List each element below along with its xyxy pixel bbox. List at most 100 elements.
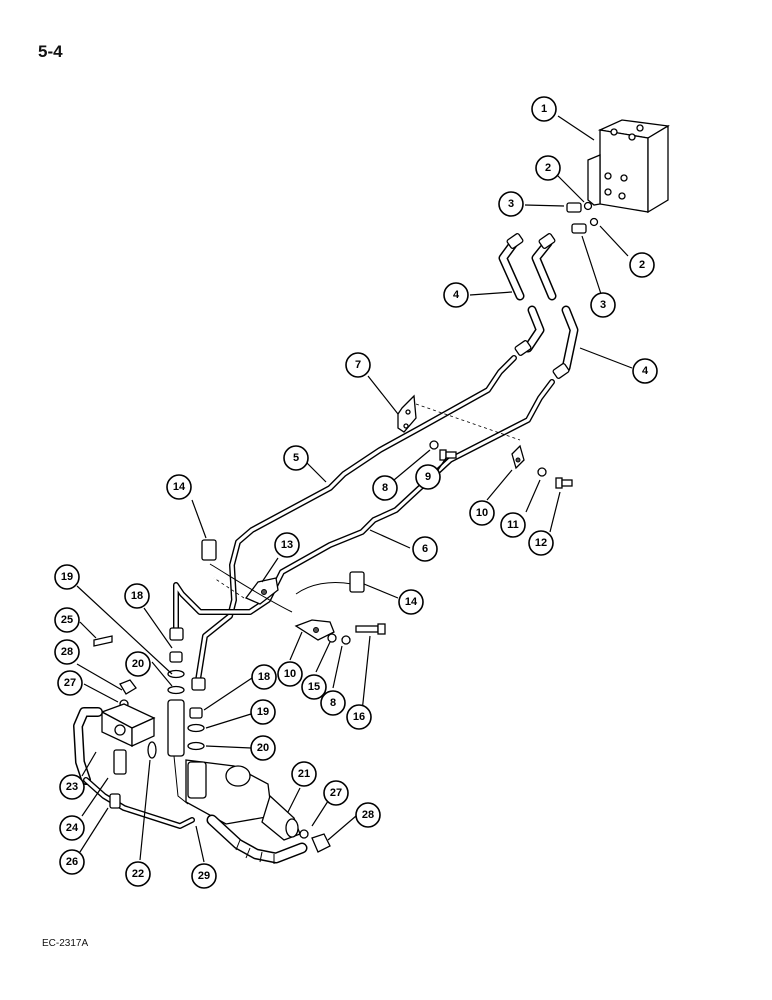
callout-bubble: 29 [191, 863, 217, 889]
bracket-7 [397, 394, 417, 433]
callout-bubble: 3 [590, 292, 616, 318]
svg-text:14: 14 [173, 481, 186, 493]
tube-5 [191, 355, 517, 691]
nut-8 [341, 635, 351, 645]
svg-text:28: 28 [362, 809, 374, 821]
callout-bubble: 19 [250, 699, 276, 725]
callout-bubble: 8 [372, 475, 398, 501]
callout-bubble: 14 [398, 589, 424, 615]
o-ring-27 [299, 829, 309, 839]
spacer-14 [201, 539, 217, 561]
connector-body [167, 699, 185, 757]
tube-6 [169, 379, 555, 641]
svg-text:3: 3 [508, 198, 514, 210]
callout-bubble: 5 [283, 445, 309, 471]
svg-text:26: 26 [66, 856, 78, 868]
callout-bubble: 20 [250, 735, 276, 761]
callout-bubble: 16 [346, 704, 372, 730]
callout-bubble: 25 [54, 607, 80, 633]
svg-text:3: 3 [600, 299, 606, 311]
callout-bubble: 13 [274, 532, 300, 558]
hose-23 [73, 707, 103, 785]
svg-text:8: 8 [382, 482, 388, 494]
callout-bubble: 12 [528, 530, 554, 556]
callout-bubble: 23 [59, 774, 85, 800]
svg-text:25: 25 [61, 614, 73, 626]
svg-text:18: 18 [131, 590, 143, 602]
svg-text:5: 5 [293, 452, 299, 464]
elbow-28 [119, 679, 137, 695]
curve [295, 581, 353, 595]
callout-bubble: 2 [535, 155, 561, 181]
flex-hose [206, 814, 308, 864]
callout-bubble: 26 [59, 849, 85, 875]
svg-text:29: 29 [198, 870, 210, 882]
nipple-26 [109, 793, 121, 809]
nut-8 [429, 440, 439, 450]
svg-text:8: 8 [330, 697, 336, 709]
bolt-16 [355, 623, 386, 635]
leader-lines [76, 115, 633, 863]
o-ring [583, 201, 593, 211]
svg-text:4: 4 [453, 289, 460, 301]
callout-bubble: 11 [500, 512, 526, 538]
svg-text:14: 14 [405, 596, 418, 608]
callout-bubbles: 1 2 2 3 3 4 4 7 5 8 9 10 11 12 6 14 13 1… [54, 96, 658, 889]
washer-20 [187, 741, 205, 751]
callout-bubble: 8 [320, 690, 346, 716]
svg-text:15: 15 [308, 681, 320, 693]
svg-text:11: 11 [507, 519, 519, 531]
adapter-18 [189, 707, 203, 719]
callout-bubble: 20 [125, 651, 151, 677]
pipe-29 [83, 777, 195, 829]
callout-bubble: 24 [59, 815, 85, 841]
clip-10-upper [511, 444, 525, 470]
svg-text:16: 16 [353, 711, 365, 723]
washer-19 [167, 669, 185, 679]
washer-20 [167, 685, 185, 695]
dashed-line [415, 403, 521, 441]
washer-15 [327, 633, 337, 643]
hose-right [531, 233, 579, 379]
hose-left [498, 233, 545, 356]
o-ring [589, 217, 599, 227]
svg-text:21: 21 [298, 768, 310, 780]
dashed-line [213, 577, 245, 599]
svg-text:22: 22 [132, 868, 144, 880]
svg-text:7: 7 [355, 359, 361, 371]
callout-bubble: 19 [54, 564, 80, 590]
svg-text:12: 12 [535, 537, 547, 549]
svg-text:27: 27 [64, 677, 76, 689]
callout-bubble: 4 [443, 282, 469, 308]
callout-bubble: 27 [323, 780, 349, 806]
svg-text:24: 24 [66, 822, 79, 834]
pin-25 [93, 635, 113, 647]
o-ring-22 [147, 741, 157, 759]
svg-text:10: 10 [284, 668, 296, 680]
callout-bubble: 14 [166, 474, 192, 500]
svg-text:19: 19 [61, 571, 73, 583]
svg-text:6: 6 [422, 543, 428, 555]
svg-text:9: 9 [425, 471, 431, 483]
svg-text:23: 23 [66, 781, 78, 793]
callout-bubble: 10 [277, 661, 303, 687]
svg-text:20: 20 [257, 742, 269, 754]
callout-bubble: 27 [57, 670, 83, 696]
curve [209, 563, 293, 613]
washer-11 [537, 467, 547, 477]
callout-bubble: 9 [415, 464, 441, 490]
callout-bubble: 6 [412, 536, 438, 562]
callout-bubble: 3 [498, 191, 524, 217]
adapter-18 [169, 651, 183, 663]
svg-text:13: 13 [281, 539, 293, 551]
svg-text:27: 27 [330, 787, 342, 799]
svg-text:1: 1 [541, 103, 547, 115]
clip-13 [244, 577, 279, 605]
valve-block [587, 119, 670, 214]
callout-bubble: 15 [301, 674, 327, 700]
callout-bubble: 22 [125, 861, 151, 887]
drawing-code: EC-2317A [42, 938, 89, 949]
washer-19 [187, 723, 205, 733]
callout-bubble: 28 [54, 639, 80, 665]
